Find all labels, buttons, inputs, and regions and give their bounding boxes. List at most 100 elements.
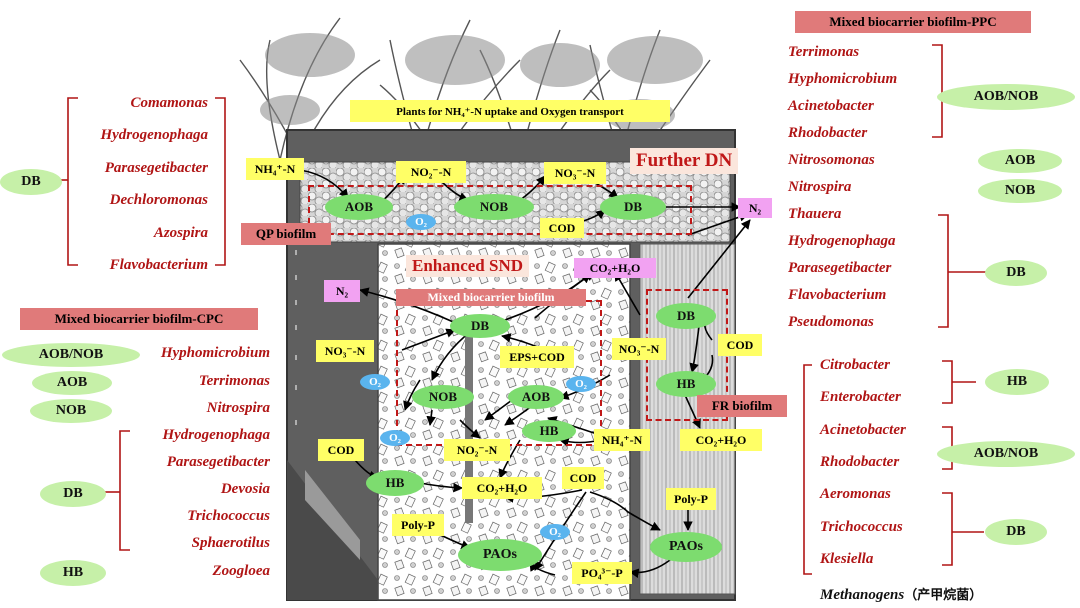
cpc-nob-oval: NOB	[30, 399, 112, 423]
rb-db-genus-2: Trichococcus	[820, 519, 903, 535]
rb-aob-nob-genus-2: Rhodobacter	[820, 454, 900, 470]
mid-o2-bubble-1: O₂	[360, 374, 390, 390]
left-top-genus-1: Comamonas	[130, 95, 208, 111]
top-zone-border	[308, 185, 692, 235]
top-no3-label: NO₃⁻-N	[544, 162, 606, 184]
methanogens-label: Methanogens（产甲烷菌）	[820, 584, 982, 604]
enhanced-snd-label: Enhanced SND	[406, 255, 530, 277]
left-top-genus-3: Parasegetibacter	[104, 160, 208, 176]
cpc-db-genus-1: Hydrogenophaga	[162, 427, 270, 443]
ppc-aob-nob-oval: AOB/NOB	[937, 84, 1075, 110]
rb-db-genus-3: Klesiella	[820, 551, 874, 567]
bottom-cod-right-label: COD	[562, 467, 604, 489]
methanogens-text: Methanogens	[820, 587, 905, 603]
rb-hb-genus-2: Enterobacter	[820, 389, 901, 405]
bottom-cod-left-label: COD	[318, 439, 364, 461]
left-top-genus-2: Hydrogenophaga	[100, 127, 208, 143]
left-top-genus-4: Dechloromonas	[109, 192, 208, 208]
mid-db-oval: DB	[450, 314, 510, 338]
fr-hb-oval: HB	[656, 371, 716, 397]
top-db-oval: DB	[600, 194, 666, 220]
ppc-db-genus-1: Thauera	[788, 206, 842, 222]
ppc-db-genus-3: Parasegetibacter	[788, 260, 892, 276]
bottom-polyp-right-label: Poly-P	[666, 488, 716, 510]
cpc-db-oval: DB	[40, 481, 106, 507]
cpc-aob-oval: AOB	[32, 371, 112, 395]
ppc-db-genus-2: Hydrogenophaga	[788, 233, 896, 249]
ppc-nob-oval: NOB	[978, 179, 1062, 203]
qp-biofilm-tag: QP biofilm	[241, 223, 331, 245]
ppc-aob-oval: AOB	[978, 149, 1062, 173]
left-top-genus-5: Azospira	[153, 225, 208, 241]
mid-nob-oval: NOB	[412, 385, 474, 409]
mixed-biocarrier-label: Mixed biocarrier biofilm	[396, 289, 586, 306]
rb-db-genus-1: Aeromonas	[820, 486, 891, 502]
ppc-genus-2: Hyphomicrobium	[788, 71, 898, 87]
ppc-genus-4: Rhodobacter	[788, 125, 868, 141]
ppc-db-oval: DB	[985, 260, 1047, 286]
top-n2-product: N₂	[738, 198, 772, 218]
mid-o2-bubble-3: O₂	[380, 430, 410, 446]
ppc-nob-genus: Nitrospira	[788, 179, 852, 195]
top-cod-label: COD	[540, 218, 584, 238]
bottom-paos-right-oval: PAOs	[650, 532, 722, 562]
ppc-genus-3: Acinetobacter	[788, 98, 874, 114]
mid-co2h2o-product: CO₂+H₂O	[574, 258, 656, 278]
left-top-db-oval: DB	[0, 169, 62, 195]
cpc-genus-1: Hyphomicrobium	[160, 345, 270, 361]
rb-db-oval: DB	[985, 519, 1047, 545]
fr-co2h2o-label: CO₂+H₂O	[680, 429, 762, 451]
bottom-hb-oval: HB	[366, 470, 424, 496]
inner-baffle	[465, 318, 473, 523]
right-bottom-main-bracket	[803, 364, 812, 575]
fr-biofilm-tag: FR biofilm	[697, 395, 787, 417]
cpc-db-genus-5: Sphaerotilus	[191, 535, 270, 551]
left-top-genus-6: Flavobacterium	[109, 257, 208, 273]
rb-hb-oval: HB	[985, 369, 1049, 395]
bottom-polyp-left-label: Poly-P	[392, 514, 444, 536]
rb-aob-nob-oval: AOB/NOB	[937, 441, 1075, 467]
ppc-db-genus-4: Flavobacterium	[788, 287, 887, 303]
ppc-aob-genus: Nitrosomonas	[788, 152, 875, 168]
mid-no3-left-label: NO₃⁻-N	[316, 340, 374, 362]
mid-no3-right-label: NO₃⁻-N	[612, 338, 666, 360]
mid-hb-inner-oval: HB	[522, 420, 576, 442]
ppc-tag: Mixed biocarrier biofilm-PPC	[795, 11, 1031, 33]
cpc-db-genus-4: Trichococcus	[187, 508, 270, 524]
fr-cod-label: COD	[718, 334, 762, 356]
ppc-db-bracket	[938, 214, 986, 328]
rb-aob-nob-genus-1: Acinetobacter	[820, 422, 906, 438]
cpc-aob-nob-oval: AOB/NOB	[2, 343, 140, 367]
left-top-bracket	[60, 97, 226, 266]
top-nh4-label: NH₄⁺-N	[246, 158, 304, 180]
top-aob-oval: AOB	[325, 194, 393, 220]
bottom-po4-label: PO₄³⁻-P	[572, 562, 632, 584]
top-no2-label: NO₂⁻-N	[396, 161, 466, 183]
bottom-co2h2o-label: CO₂+H₂O	[462, 477, 542, 499]
bottom-paos-left-oval: PAOs	[458, 539, 542, 571]
fr-db-oval: DB	[656, 303, 716, 329]
mid-eps-cod-label: EPS+COD	[500, 346, 574, 368]
mid-n2-product: N₂	[324, 280, 360, 302]
rb-db-bracket	[942, 492, 984, 566]
ppc-db-genus-5: Pseudomonas	[788, 314, 874, 330]
rb-hb-genus-1: Citrobacter	[820, 357, 890, 373]
plants-label: Plants for NH₄⁺-N uptake and Oxygen tran…	[350, 100, 670, 122]
cpc-genus-3: Nitrospira	[206, 400, 270, 416]
top-o2-bubble: O₂	[406, 214, 436, 230]
top-nob-oval: NOB	[454, 194, 534, 220]
mid-nh4-label: NH₄⁺-N	[594, 429, 650, 451]
cpc-tag: Mixed biocarrier biofilm-CPC	[20, 308, 258, 330]
mid-aob-oval: AOB	[508, 385, 564, 409]
cpc-db-bracket	[104, 430, 130, 551]
mid-o2-bubble-2: O₂	[566, 376, 596, 392]
further-dn-label: Further DN	[630, 148, 739, 174]
cpc-hb-genus: Zoogloea	[212, 563, 271, 579]
bottom-o2-bubble: O₂	[540, 524, 570, 540]
ppc-genus-1: Terrimonas	[788, 44, 860, 60]
plant-foliage	[260, 33, 703, 131]
cpc-db-genus-2: Parasegetibacter	[166, 454, 270, 470]
cpc-genus-2: Terrimonas	[198, 373, 270, 389]
mid-no2-label: NO₂⁻-N	[444, 439, 510, 461]
cpc-hb-oval: HB	[40, 560, 106, 586]
